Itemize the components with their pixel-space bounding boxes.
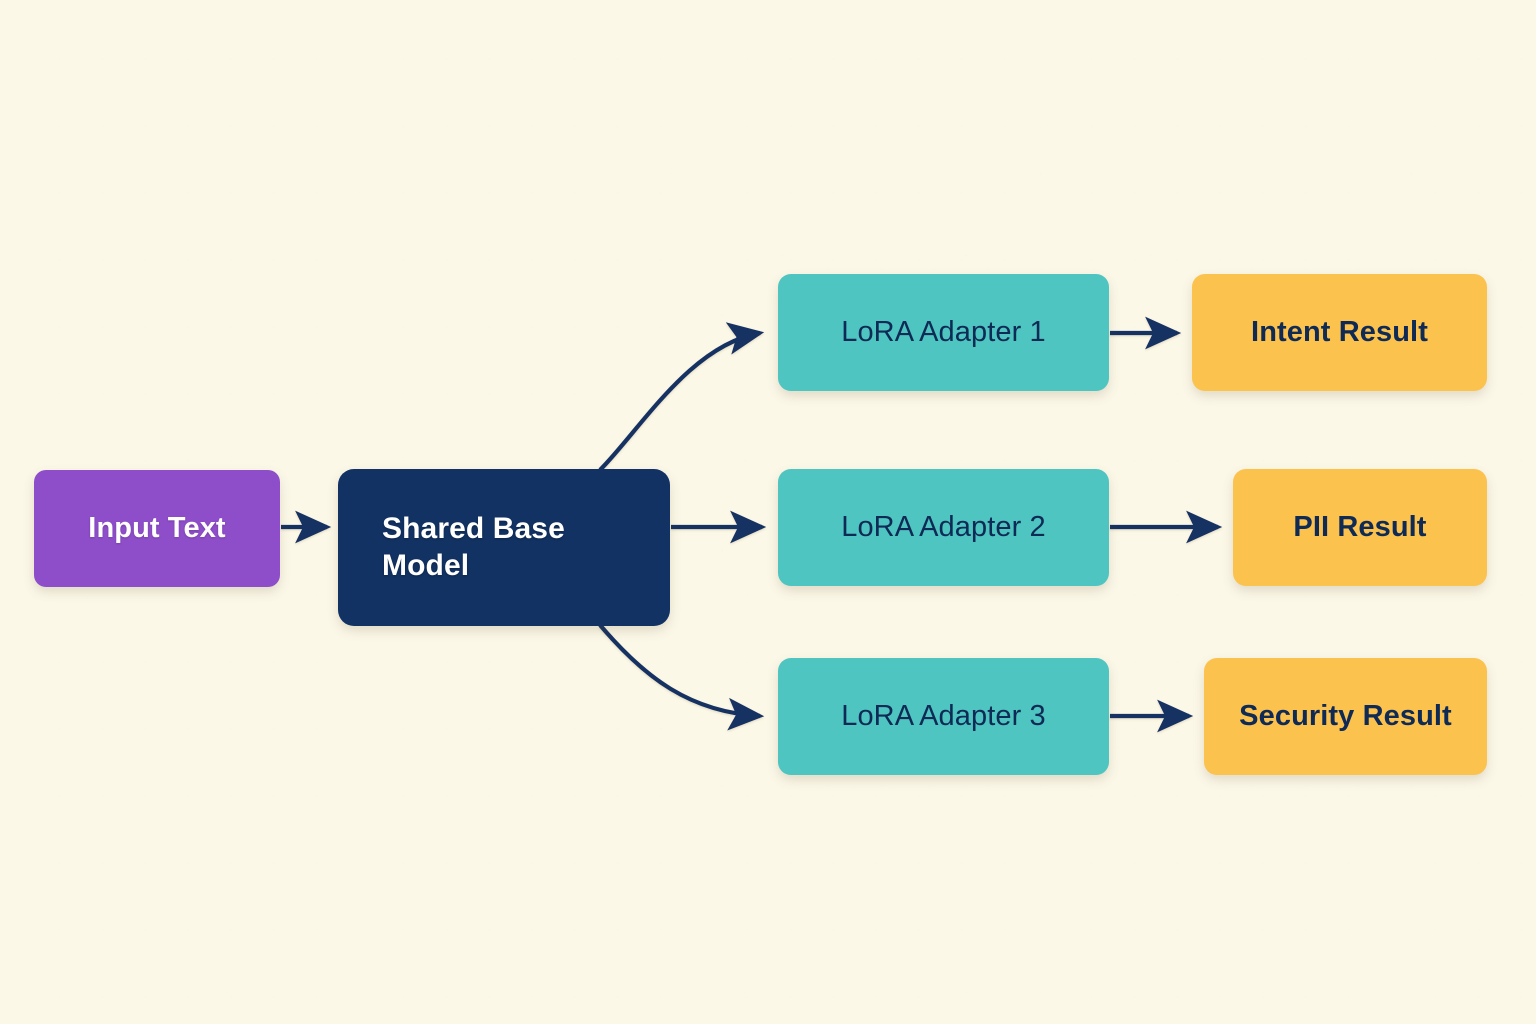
node-pii-result-label: PII Result: [1293, 510, 1427, 543]
node-lora-adapter-1[interactable]: LoRA Adapter 1: [778, 274, 1109, 391]
node-security-result[interactable]: Security Result: [1204, 658, 1487, 775]
node-intent-result-label: Intent Result: [1251, 315, 1428, 348]
node-security-result-label: Security Result: [1239, 699, 1452, 732]
node-input-text-label: Input Text: [88, 511, 226, 544]
edge-base-to-adapter-1: [598, 322, 765, 472]
node-lora-adapter-3[interactable]: LoRA Adapter 3: [778, 658, 1109, 775]
edge-base-to-adapter-3: [598, 623, 765, 731]
node-input-text[interactable]: Input Text: [34, 470, 280, 587]
node-shared-base-model-label: Shared Base Model: [382, 511, 565, 582]
node-pii-result[interactable]: PII Result: [1233, 469, 1487, 586]
node-lora-adapter-2[interactable]: LoRA Adapter 2: [778, 469, 1109, 586]
node-lora-adapter-2-label: LoRA Adapter 2: [841, 510, 1046, 543]
node-intent-result[interactable]: Intent Result: [1192, 274, 1487, 391]
node-lora-adapter-3-label: LoRA Adapter 3: [841, 699, 1046, 732]
node-shared-base-model[interactable]: Shared Base Model: [338, 469, 670, 626]
node-lora-adapter-1-label: LoRA Adapter 1: [841, 315, 1046, 348]
